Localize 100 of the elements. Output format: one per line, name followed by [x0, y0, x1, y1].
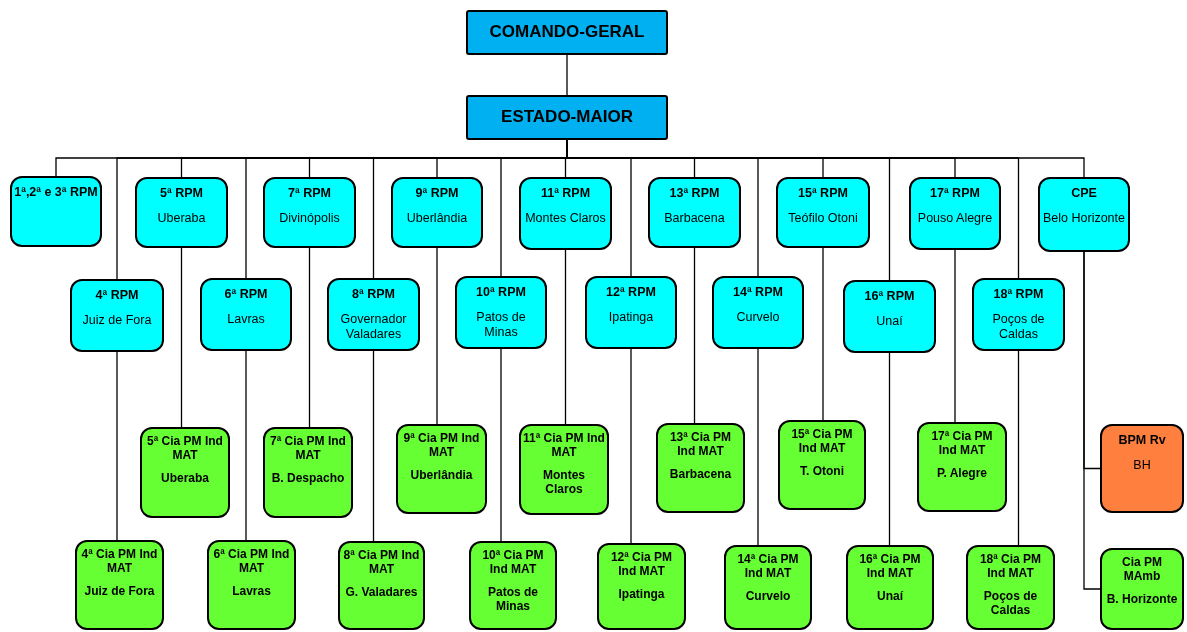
node-label: B. Despacho — [271, 470, 345, 486]
node-label: G. Valadares — [345, 584, 418, 600]
node-label: 11ª Cia PM Ind MAT — [523, 431, 605, 460]
node-label: Montes Claros — [542, 467, 586, 497]
node-label: Lavras — [232, 583, 271, 599]
node-label: 4ª Cia PM Ind MAT — [80, 547, 159, 576]
node-label: Unaí — [877, 588, 903, 604]
node-label: 12ª RPM — [606, 285, 656, 300]
node-label: 18ª RPM — [993, 287, 1044, 302]
node-label: 10ª RPM — [476, 285, 526, 300]
connector-line — [888, 352, 891, 546]
company-box — [207, 540, 296, 630]
node-label: Juiz de Fora — [84, 583, 155, 599]
company-box — [1100, 548, 1184, 630]
node-label: 1ª,2ª e 3ª RPM — [14, 185, 98, 200]
node-label: 11ª RPM — [540, 186, 591, 201]
command-box — [466, 95, 668, 140]
node-label: 16ª Cia PM Ind MAT — [858, 552, 922, 581]
node-label: 9ª RPM — [415, 186, 459, 201]
company-box — [966, 545, 1055, 630]
node-label: 6ª Cia PM Ind MAT — [212, 547, 291, 576]
node-label: 6ª RPM — [224, 287, 268, 302]
region-box — [776, 177, 870, 248]
node-label: COMANDO-GERAL — [489, 22, 645, 43]
node-label: 17ª Cia PM Ind MAT — [930, 429, 994, 458]
region-box — [909, 177, 1001, 250]
region-box — [263, 177, 356, 248]
node-label: P. Alegre — [937, 465, 987, 481]
node-label: Barbacena — [669, 466, 732, 482]
node-label: BPM Rv — [1118, 433, 1166, 448]
node-label: Unaí — [876, 314, 903, 329]
region-box — [391, 177, 483, 248]
connector-line — [1083, 251, 1101, 590]
node-label: 18ª Cia PM Ind MAT — [978, 552, 1043, 581]
region-box — [1038, 177, 1130, 252]
company-box — [778, 420, 866, 510]
company-box — [656, 423, 745, 513]
node-label: 15ª RPM — [798, 186, 848, 201]
region-box — [200, 278, 292, 351]
company-box — [917, 422, 1007, 512]
node-label: Juiz de Fora — [82, 313, 152, 328]
connector-line — [372, 350, 375, 542]
node-label: Poços de Caldas — [991, 312, 1046, 342]
node-label: 16ª RPM — [864, 289, 915, 304]
node-label: 13ª Cia PM Ind MAT — [668, 430, 733, 459]
company-box — [396, 424, 487, 514]
company-box — [519, 424, 609, 515]
node-label: Montes Claros — [525, 211, 606, 226]
region-box — [972, 278, 1065, 351]
node-label: 4ª RPM — [95, 288, 139, 303]
command-box — [466, 10, 668, 55]
connector-line — [180, 247, 183, 428]
node-label: Belo Horizonte — [1043, 211, 1125, 226]
node-label: 8ª Cia PM Ind MAT — [342, 548, 421, 577]
company-box — [846, 545, 934, 630]
node-label: Pouso Alegre — [917, 211, 993, 226]
node-label: Patos de Minas — [487, 584, 539, 614]
company-box — [140, 427, 230, 518]
node-label: Teófilo Otoni — [788, 211, 858, 226]
node-label: 14ª Cia PM Ind MAT — [736, 552, 800, 581]
node-label: CPE — [1071, 186, 1097, 201]
connector-line — [757, 348, 759, 546]
node-label: Ipatinga — [618, 586, 665, 602]
connector-line — [630, 348, 632, 544]
node-label: 10ª Cia PM Ind MAT — [481, 548, 545, 577]
region-box — [327, 278, 420, 351]
node-label: 8ª RPM — [352, 287, 395, 302]
node-label: Curvelo — [745, 588, 791, 604]
connector-line — [566, 54, 568, 96]
node-label: 14ª RPM — [733, 285, 783, 300]
region-box — [455, 276, 547, 349]
connector-line — [564, 249, 567, 425]
company-box — [263, 427, 353, 518]
node-label: 12ª Cia PM Ind MAT — [609, 550, 674, 579]
node-label: Poços de Caldas — [982, 588, 1039, 618]
region-box — [648, 177, 741, 248]
node-label: Uberaba — [157, 211, 206, 226]
node-label: Divinópolis — [279, 211, 340, 226]
node-label: 7ª RPM — [288, 186, 331, 201]
connector-line — [1017, 350, 1020, 546]
node-label: Patos de Minas — [475, 310, 527, 340]
node-label: ESTADO-MAIOR — [501, 107, 633, 128]
node-label: 15ª Cia PM Ind MAT — [790, 427, 854, 456]
connector-line — [693, 247, 696, 424]
connector-line — [954, 249, 956, 423]
node-label: Lavras — [227, 312, 265, 327]
connector-line — [116, 351, 118, 541]
node-label: Cia PM MAmb — [1121, 555, 1163, 584]
node-label: Uberaba — [161, 470, 209, 486]
node-label: Uberlândia — [406, 211, 468, 226]
node-label: T. Otoni — [800, 463, 844, 479]
region-box — [519, 177, 612, 250]
node-label: Curvelo — [736, 310, 780, 325]
node-label: 5ª RPM — [160, 186, 203, 201]
connector-line — [308, 247, 311, 428]
connector-line — [436, 247, 438, 425]
connector-line — [822, 247, 824, 421]
node-label: Ipatinga — [608, 310, 654, 325]
connector-line — [245, 350, 247, 541]
node-label: Governador Valadares — [339, 312, 408, 342]
